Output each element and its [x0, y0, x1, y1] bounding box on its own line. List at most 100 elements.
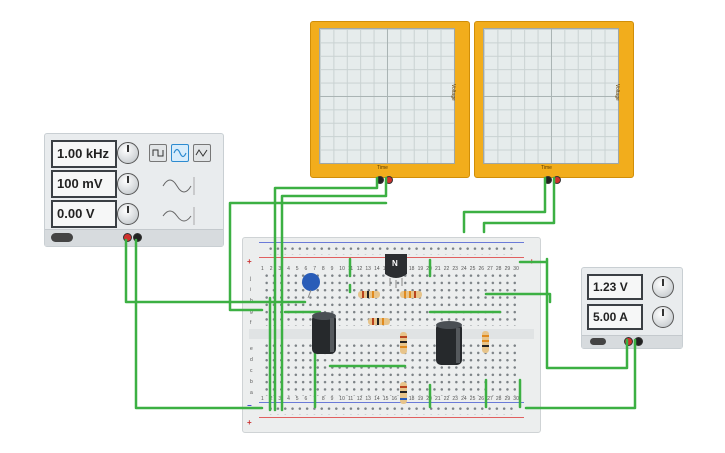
offset-wave-icon [162, 207, 195, 225]
function-generator[interactable]: 1.00 kHz 100 mV 0.00 V [44, 133, 224, 247]
column-number: 22 [443, 266, 450, 272]
column-number: 21 [435, 266, 441, 272]
column-number: 18 [408, 396, 415, 402]
wire-scope1-positive [280, 176, 388, 412]
square-wave-icon [152, 149, 164, 157]
column-number: 4 [287, 266, 290, 272]
column-number: 13 [365, 266, 371, 272]
oscilloscope-2-screen [483, 28, 619, 164]
wire-scope1-negative [273, 176, 379, 412]
bottom-minus-sign: − [247, 401, 252, 410]
voltage-knob[interactable] [652, 276, 674, 298]
resistor-3 [368, 318, 390, 325]
column-number: 27 [487, 396, 493, 402]
dc-offset-display: 0.00 V [51, 200, 117, 228]
column-number: 15 [382, 396, 389, 402]
column-number: 25 [469, 396, 476, 402]
output-terminal-negative[interactable] [133, 233, 142, 242]
triangle-wave-icon [195, 149, 208, 157]
triangle-wave-button[interactable] [193, 144, 211, 162]
frequency-display: 1.00 kHz [51, 140, 117, 168]
current-knob[interactable] [652, 306, 674, 328]
column-number: 26 [478, 396, 485, 402]
wire-scope1-signal [228, 201, 388, 312]
electrolytic-capacitor-1 [312, 312, 336, 354]
wire-ps-negative [524, 338, 637, 410]
column-number: 22 [443, 396, 450, 402]
column-number: 9 [330, 396, 334, 402]
sine-wave-button[interactable] [171, 144, 189, 162]
voltage-display: 1.23 V [587, 274, 643, 300]
column-number: 25 [469, 266, 476, 272]
column-number: 11 [348, 396, 354, 402]
column-number: 5 [295, 266, 299, 272]
electrolytic-capacitor-2 [436, 321, 462, 365]
column-number: 19 [417, 396, 424, 402]
power-toggle[interactable] [51, 233, 73, 242]
npn-transistor [385, 254, 407, 288]
amplitude-wave-icon [162, 177, 195, 195]
resistor-5 [482, 331, 489, 353]
square-wave-button[interactable] [149, 144, 167, 162]
resistor-6 [400, 382, 407, 404]
column-number: 29 [504, 396, 511, 402]
column-number: 7 [313, 266, 316, 272]
sine-wave-icon [173, 148, 187, 158]
oscilloscope-2[interactable]: Time Voltage [474, 21, 634, 184]
column-number: 26 [478, 266, 485, 272]
column-number: 4 [287, 396, 290, 402]
column-number: 23 [452, 266, 458, 272]
frequency-knob[interactable] [117, 142, 139, 164]
column-number: 29 [504, 266, 511, 272]
amplitude-knob[interactable] [117, 173, 139, 195]
bottom-power-rail[interactable] [249, 402, 534, 418]
column-number: 30 [513, 266, 519, 272]
oscilloscope-1-time-label: Time [377, 165, 388, 171]
column-number: 30 [513, 396, 519, 402]
column-number: 6 [304, 396, 308, 402]
wire-scope2-negative [462, 176, 547, 234]
column-number: 27 [487, 266, 493, 272]
power-supply-toggle[interactable] [590, 338, 606, 345]
power-supply-terminal-positive[interactable] [624, 337, 633, 346]
transistor-label: N [392, 259, 398, 268]
dc-offset-knob[interactable] [117, 203, 139, 225]
column-number: 16 [391, 396, 398, 402]
column-number: 28 [495, 396, 502, 402]
column-number: 6 [304, 266, 308, 272]
column-number: 24 [461, 396, 467, 402]
column-number: 10 [339, 266, 345, 272]
wire-scope2-positive [482, 176, 556, 234]
oscilloscope-1[interactable]: Time Voltage [310, 21, 470, 184]
column-number: 18 [408, 266, 415, 272]
column-number: 28 [495, 266, 502, 272]
amplitude-display: 100 mV [51, 170, 117, 198]
resistor-2 [400, 291, 422, 298]
column-number: 14 [374, 266, 380, 272]
center-channel [249, 329, 534, 339]
column-number: 1 [261, 396, 264, 402]
column-number: 3 [278, 266, 282, 272]
bottom-plus-sign: + [247, 418, 252, 427]
column-number: 10 [339, 396, 345, 402]
column-number: 12 [356, 266, 363, 272]
dc-power-supply[interactable]: 1.23 V 5.00 A [581, 267, 683, 349]
column-number: 8 [321, 396, 325, 402]
bottom-terminal-strip[interactable] [263, 342, 520, 396]
column-number: 12 [356, 396, 363, 402]
wire-ps-positive [545, 257, 629, 370]
resistor-1 [358, 291, 380, 298]
power-supply-base [582, 335, 682, 348]
function-generator-base [45, 229, 223, 246]
column-number: 8 [321, 266, 325, 272]
wire-fg-negative [134, 238, 264, 410]
column-number: 3 [278, 396, 282, 402]
top-plus-sign: + [247, 257, 252, 266]
oscilloscope-2-time-label: Time [541, 165, 552, 171]
column-number: 13 [365, 396, 371, 402]
output-terminal-positive[interactable] [123, 233, 132, 242]
column-number: 2 [269, 266, 273, 272]
